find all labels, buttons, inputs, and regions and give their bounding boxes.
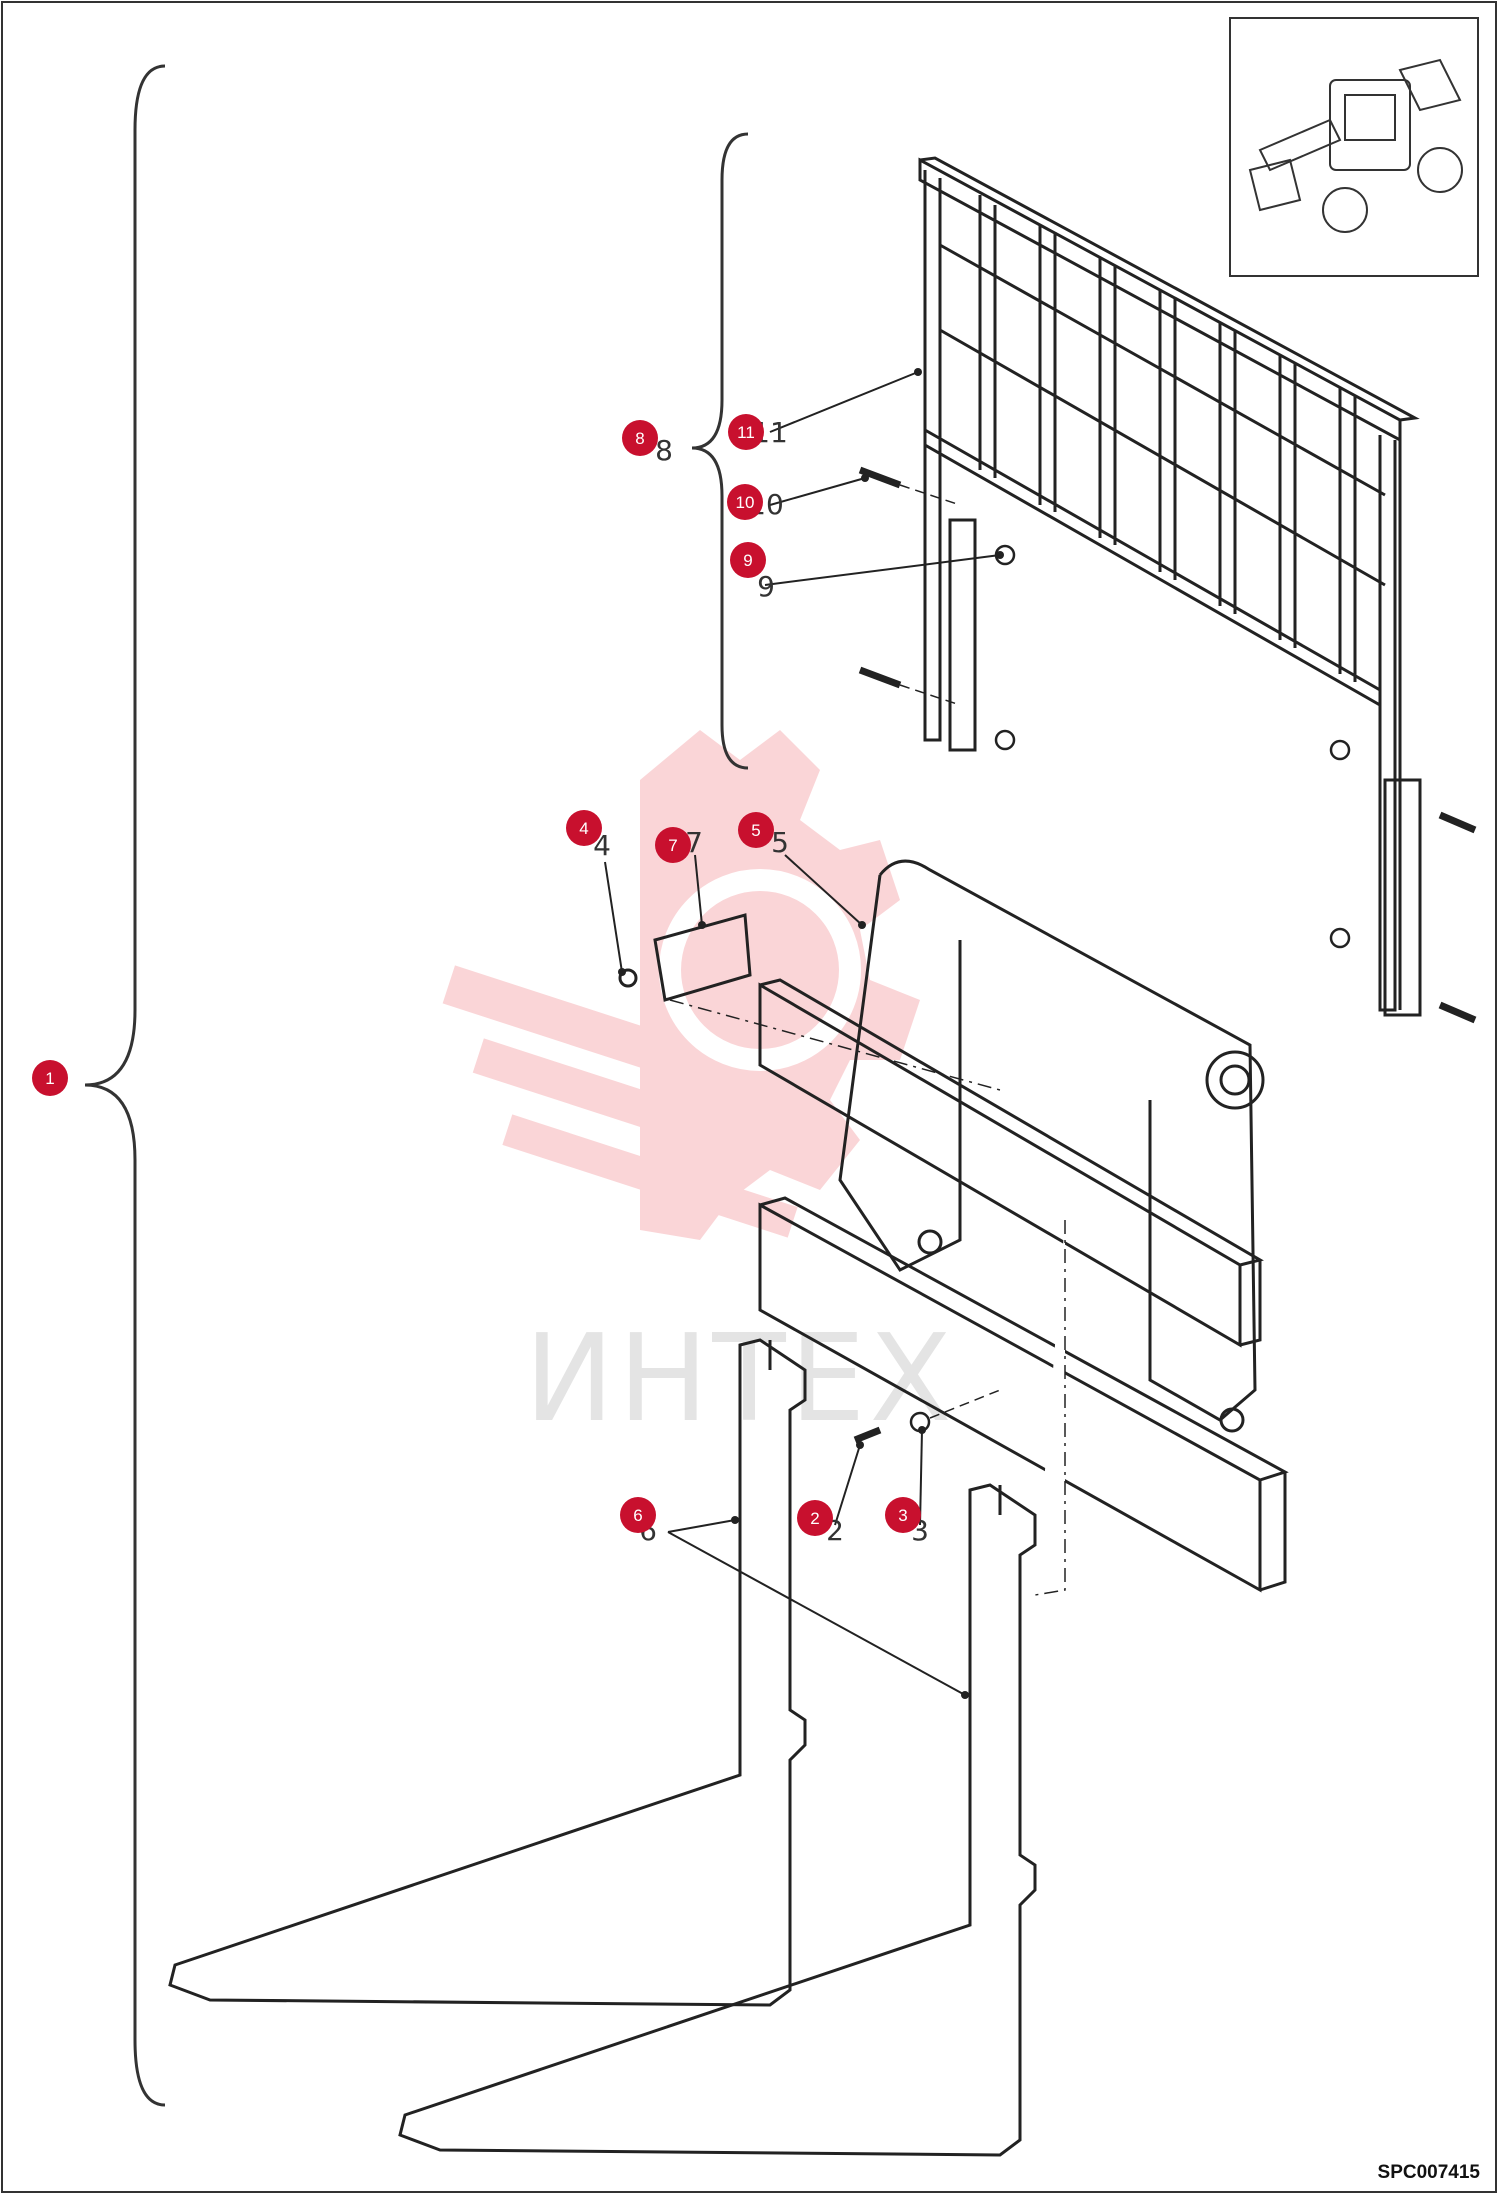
fork-left	[168, 1338, 807, 2007]
inset-box	[1229, 17, 1479, 277]
callout-3[interactable]: 3	[885, 1497, 921, 1533]
callout-6[interactable]: 6	[620, 1497, 656, 1533]
callout-11[interactable]: 11	[728, 414, 764, 450]
brace-assembly	[84, 64, 166, 2107]
fork-carriage	[758, 859, 1289, 1593]
callout-label: 3	[898, 1506, 907, 1525]
callout-label: 1	[45, 1069, 54, 1088]
gear-logo-icon	[442, 730, 920, 1240]
callout-7[interactable]: 7	[655, 827, 691, 863]
leader-dots	[618, 368, 1004, 1699]
callout-label: 5	[751, 821, 760, 840]
watermark-text: ИНТЕХ	[524, 1310, 955, 1449]
part-number: 8	[655, 434, 673, 467]
callout-9[interactable]: 9	[730, 542, 766, 578]
callout-label: 8	[635, 429, 644, 448]
callout-8[interactable]: 8	[622, 420, 658, 456]
callout-label: 7	[668, 836, 677, 855]
callout-1[interactable]: 1	[32, 1060, 68, 1096]
guard-fasteners	[858, 466, 1477, 1024]
callout-label: 4	[579, 819, 588, 838]
callout-label: 11	[737, 423, 755, 442]
callout-label: 2	[810, 1509, 819, 1528]
identification-plate	[618, 913, 1001, 1091]
callout-10[interactable]: 10	[727, 484, 763, 520]
leader-lines	[604, 371, 1001, 1696]
load-guard	[918, 156, 1422, 1017]
part-number: 9	[757, 570, 775, 603]
callout-label: 10	[736, 493, 755, 512]
callout-label: 6	[633, 1506, 642, 1525]
callout-label: 9	[743, 551, 752, 570]
callout-5[interactable]: 5	[738, 812, 774, 848]
callout-4[interactable]: 4	[566, 810, 602, 846]
brace-guard	[691, 132, 749, 770]
telehandler-icon	[1248, 58, 1463, 233]
reference-code: SPC007415	[1378, 2162, 1481, 2183]
callout-2[interactable]: 2	[797, 1500, 833, 1536]
fork-right	[398, 1483, 1037, 2157]
part-number: 5	[771, 826, 789, 859]
